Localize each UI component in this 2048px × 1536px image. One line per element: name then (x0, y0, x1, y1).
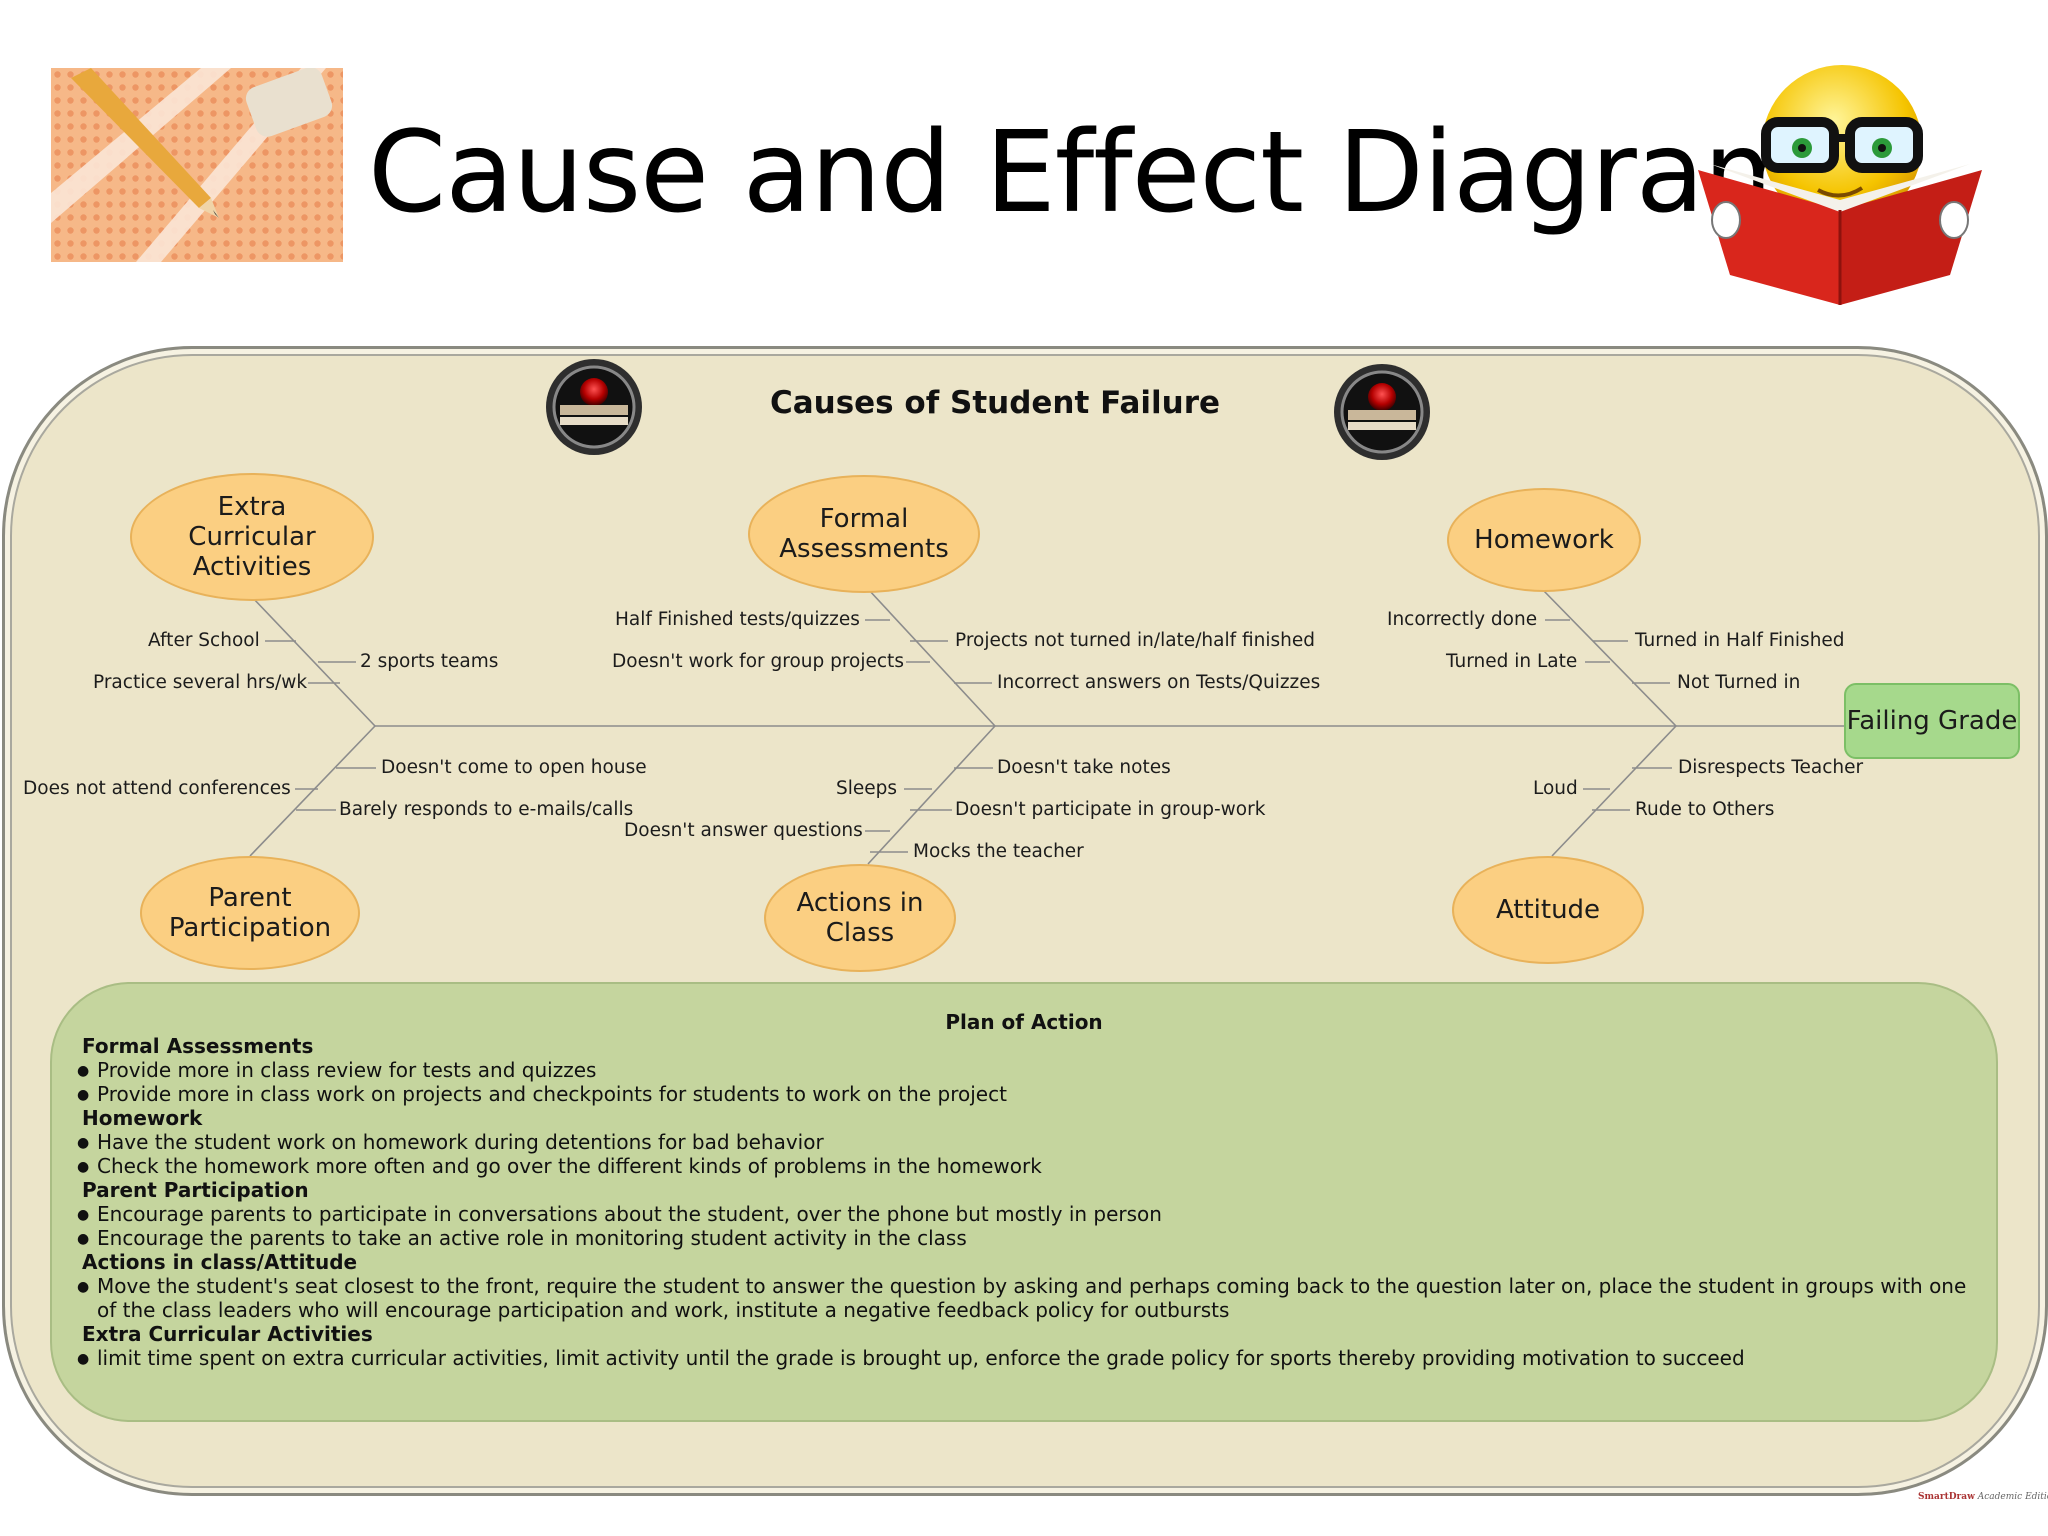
cause-label: Doesn't take notes (997, 757, 1171, 778)
plan-item: Encourage the parents to take an active … (76, 1226, 1980, 1251)
cause-label: After School (148, 630, 260, 651)
cause-label: Half Finished tests/quizzes (615, 609, 860, 630)
plan-item: Provide more in class review for tests a… (76, 1058, 1980, 1083)
plan-section-heading: Extra Curricular Activities (82, 1322, 373, 1346)
cause-label: Turned in Half Finished (1635, 630, 1845, 651)
plan-section-heading: Actions in class/Attitude (82, 1250, 358, 1274)
cause-label: Does not attend conferences (23, 778, 291, 799)
plan-item: Encourage parents to participate in conv… (76, 1202, 1980, 1227)
cause-label: Doesn't work for group projects (612, 651, 904, 672)
plan-item: Provide more in class work on projects a… (76, 1082, 1980, 1107)
cause-label: Incorrect answers on Tests/Quizzes (997, 672, 1321, 693)
test-sheet-pencil-image (51, 68, 343, 262)
cause-label: Sleeps (836, 778, 898, 799)
cause-label: Disrespects Teacher (1678, 757, 1864, 778)
cause-label: Mocks the teacher (913, 841, 1084, 862)
cause-label: Incorrectly done (1387, 609, 1538, 630)
diagram-title: Causes of Student Failure (769, 385, 1221, 421)
plan-section-heading: Homework (82, 1106, 203, 1130)
plan-title: Plan of Action (945, 1010, 1103, 1034)
watermark-edition: Academic Edition (1977, 1492, 2048, 1502)
plan-section-heading: Parent Participation (82, 1178, 309, 1202)
cause-label: Practice several hrs/wk (93, 672, 308, 693)
cause-label: Projects not turned in/late/half finishe… (955, 630, 1316, 651)
plan-item: Move the student's seat closest to the f… (76, 1274, 1980, 1322)
reading-smiley-icon (1698, 65, 1982, 305)
cause-label: Not Turned in (1677, 672, 1801, 693)
plan-section-heading: Formal Assessments (82, 1034, 314, 1058)
cause-label: Rude to Others (1635, 799, 1775, 820)
cause-label: Turned in Late (1446, 651, 1578, 672)
category-extra-curricular: Extra Curricular Activities (130, 473, 374, 601)
plan-item: Check the homework more often and go ove… (76, 1154, 1980, 1179)
watermark-brand: SmartDraw (1918, 1492, 1975, 1502)
cause-label: Doesn't come to open house (381, 757, 647, 778)
plan-item: limit time spent on extra curricular act… (76, 1346, 1980, 1371)
category-homework: Homework (1447, 488, 1641, 592)
category-attitude: Attitude (1452, 856, 1644, 964)
cause-label: Doesn't participate in group-work (955, 799, 1266, 820)
plan-item: Have the student work on homework during… (76, 1130, 1980, 1155)
slide-title: Cause and Effect Diagram (368, 108, 1812, 238)
plan-body: Formal Assessments Provide more in class… (76, 1034, 1980, 1371)
plan-of-action-box: Plan of Action Formal Assessments Provid… (50, 982, 1998, 1422)
category-formal-assessments: Formal Assessments (748, 475, 980, 593)
cause-label: Loud (1533, 778, 1578, 799)
effect-box: Failing Grade (1844, 683, 2020, 759)
smartdraw-watermark: SmartDraw Academic Edition (1918, 1492, 2048, 1502)
cause-label: 2 sports teams (360, 651, 499, 672)
category-parent-participation: Parent Participation (140, 856, 360, 970)
cause-label: Doesn't answer questions (624, 820, 863, 841)
decorative-button-icon (546, 359, 642, 455)
category-actions-in-class: Actions in Class (764, 864, 956, 972)
cause-label: Barely responds to e-mails/calls (339, 799, 634, 820)
